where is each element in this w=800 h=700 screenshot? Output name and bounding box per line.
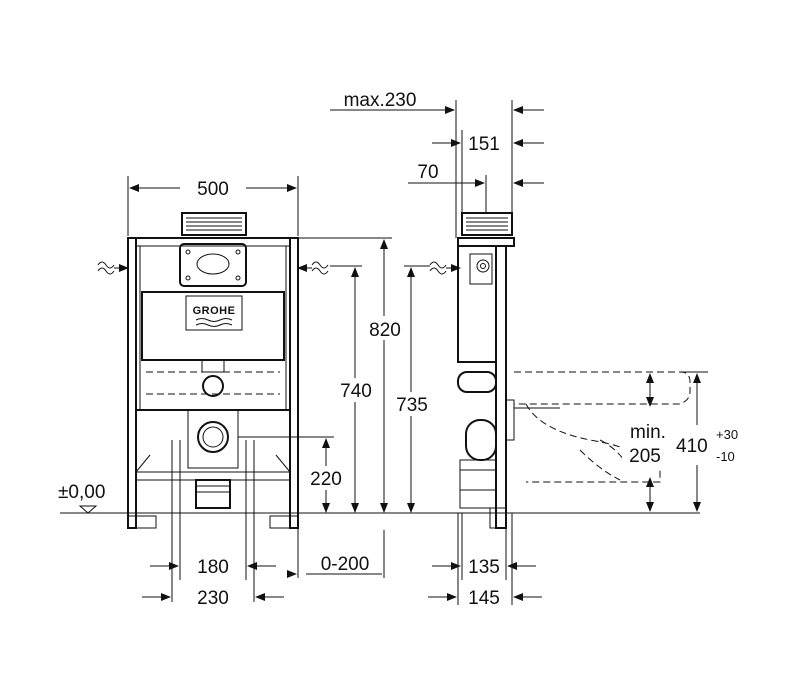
- side-frame: [457, 212, 515, 529]
- dim-label-145: 145: [468, 588, 500, 609]
- water-supply-symbols: [97, 261, 329, 275]
- dim-height-740: 740: [330, 265, 372, 513]
- dim-min-205: min. 205: [622, 373, 672, 512]
- dim-height-735: 735: [394, 265, 430, 513]
- side-view: 735 max.230 151 70 min: [330, 90, 752, 609]
- dim-spacing-230: 230: [142, 440, 284, 609]
- dim-label-220: 220: [310, 469, 342, 490]
- dim-label-735: 735: [396, 395, 428, 416]
- dim-depth-135: 135: [432, 513, 536, 580]
- dim-spacing-180: 180: [150, 440, 276, 580]
- dim-label-180: 180: [197, 557, 229, 578]
- dim-depth-151: 151: [432, 130, 544, 213]
- dim-label-820: 820: [369, 320, 401, 341]
- dim-max-230: max.230: [330, 90, 544, 238]
- dim-label-205: 205: [629, 446, 661, 467]
- side-supply-symbol: [429, 261, 461, 275]
- dim-height-220: 220: [238, 436, 346, 513]
- dim-label-70: 70: [417, 162, 438, 183]
- flush-plate-top: [181, 212, 247, 236]
- dim-label-740: 740: [340, 381, 372, 402]
- dim-label-230: 230: [197, 588, 229, 609]
- dim-adjust-0-200: 0-200: [287, 513, 385, 578]
- dim-width-500: 500: [127, 176, 299, 236]
- mounting-frame: [127, 237, 299, 529]
- dim-label-0-200: 0-200: [321, 554, 370, 575]
- front-view: GROHE 500: [58, 176, 420, 609]
- dim-label-500: 500: [197, 179, 229, 200]
- dim-depth-145: 145: [428, 513, 542, 609]
- tolerance-minus-label: -10: [716, 449, 735, 464]
- floor-level-label: ±0,00: [58, 482, 105, 503]
- dim-label-135: 135: [468, 557, 500, 578]
- dim-depth-70: 70: [408, 162, 544, 213]
- dim-label-151: 151: [468, 134, 500, 155]
- dim-seat-410: 410 +30 -10: [676, 371, 752, 512]
- tolerance-plus-label: +30: [716, 427, 738, 442]
- floor-level: ±0,00: [58, 482, 420, 514]
- dim-label-410: 410: [676, 436, 708, 457]
- flush-pipe: [146, 359, 280, 509]
- cistern: GROHE: [141, 243, 285, 361]
- brand-logo-text: GROHE: [193, 305, 236, 317]
- dim-label-max-230: max.230: [344, 90, 417, 111]
- dim-height-820: 820: [298, 237, 402, 513]
- dim-label-min: min.: [630, 422, 666, 443]
